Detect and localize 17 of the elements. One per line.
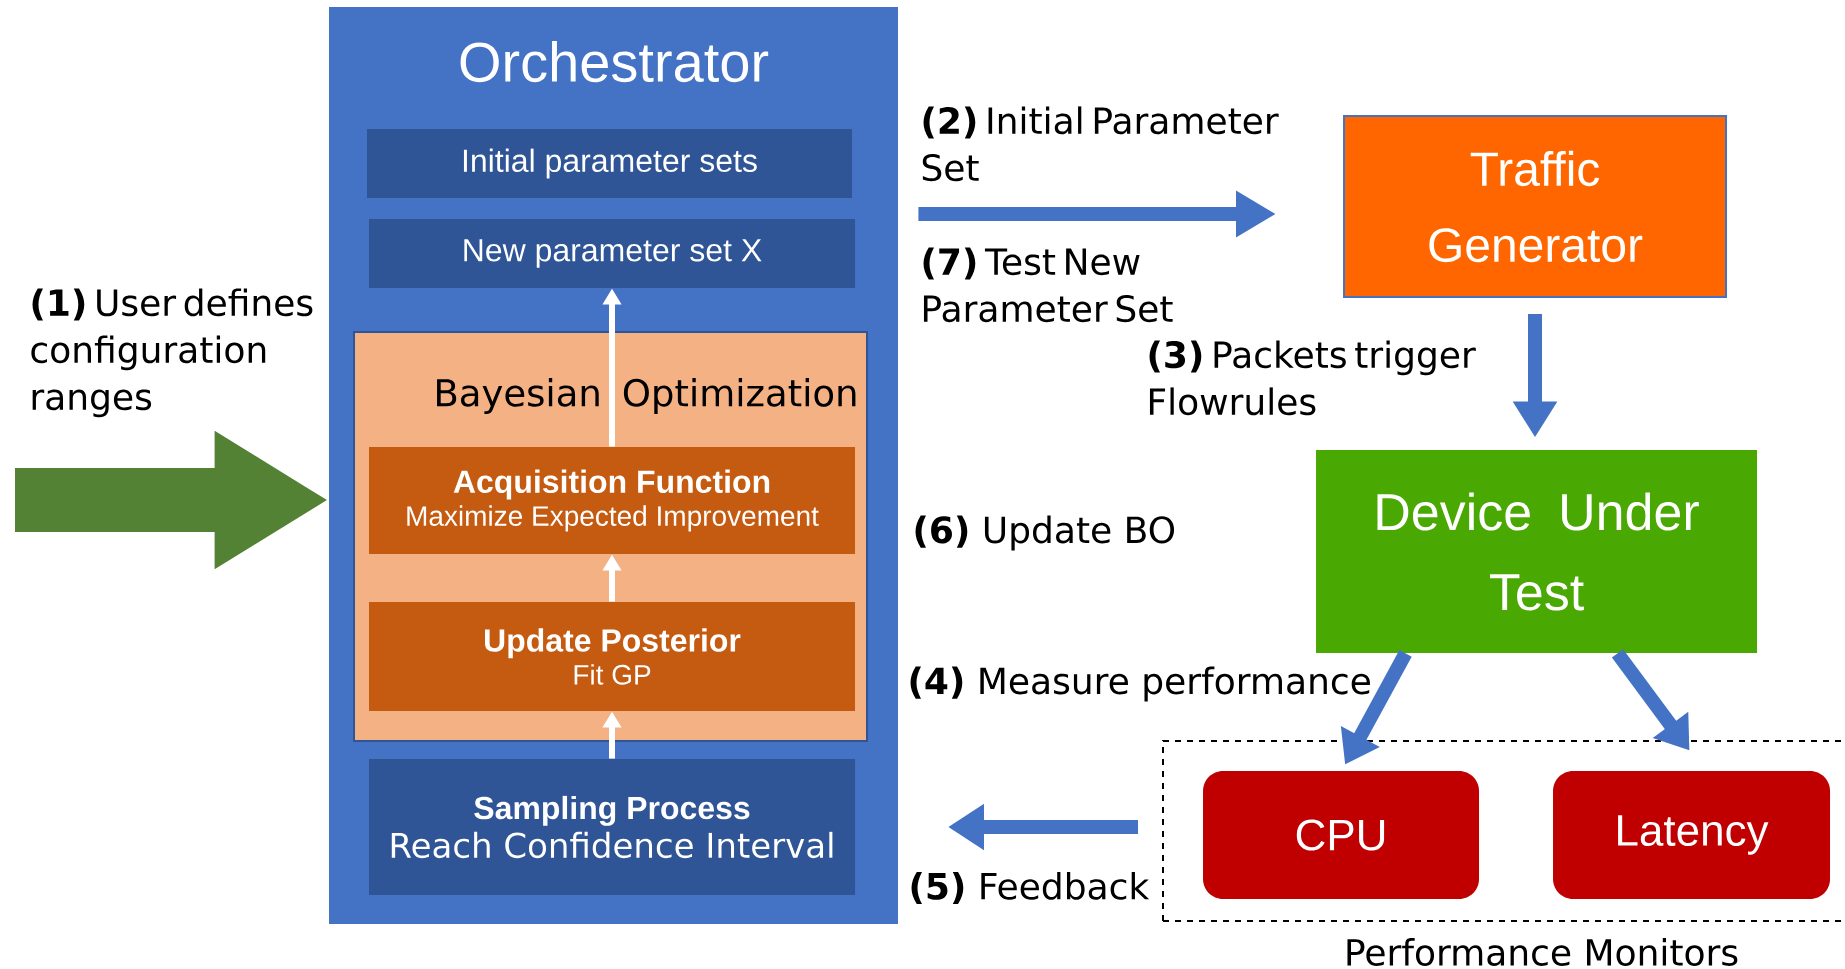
edge-label: (3) Packets trigger Flowrules bbox=[1149, 340, 1476, 416]
generator-box: Traffic Generator bbox=[1343, 115, 1727, 298]
monitor-box: CPU bbox=[1203, 771, 1479, 899]
step-label: (6) Update BO bbox=[915, 515, 1175, 551]
edge-label: (2) Initial Parameter Set bbox=[922, 106, 1279, 182]
process-box: Acquisition Function Maximize Expected Improvement bbox=[369, 447, 855, 554]
node-label: Performance Monitors bbox=[1347, 938, 1738, 966]
edge-label: (5) Feedback bbox=[911, 871, 1150, 905]
monitor-box: Latency bbox=[1553, 771, 1831, 899]
edge-label: (1) User defines configuration ranges bbox=[31, 288, 313, 418]
step-label: (7) Test New Parameter Set bbox=[923, 247, 1173, 323]
parameter-box: Initial parameter sets bbox=[367, 129, 852, 198]
process-box: Update Posterior Fit GP bbox=[369, 602, 855, 711]
edge-label: (4) Measure performance bbox=[910, 666, 1370, 702]
device-box: Device Under Test bbox=[1316, 450, 1758, 653]
process-box: Sampling Process Reach Confidence Interval bbox=[369, 759, 855, 895]
parameter-box: New parameter set X bbox=[369, 219, 855, 288]
